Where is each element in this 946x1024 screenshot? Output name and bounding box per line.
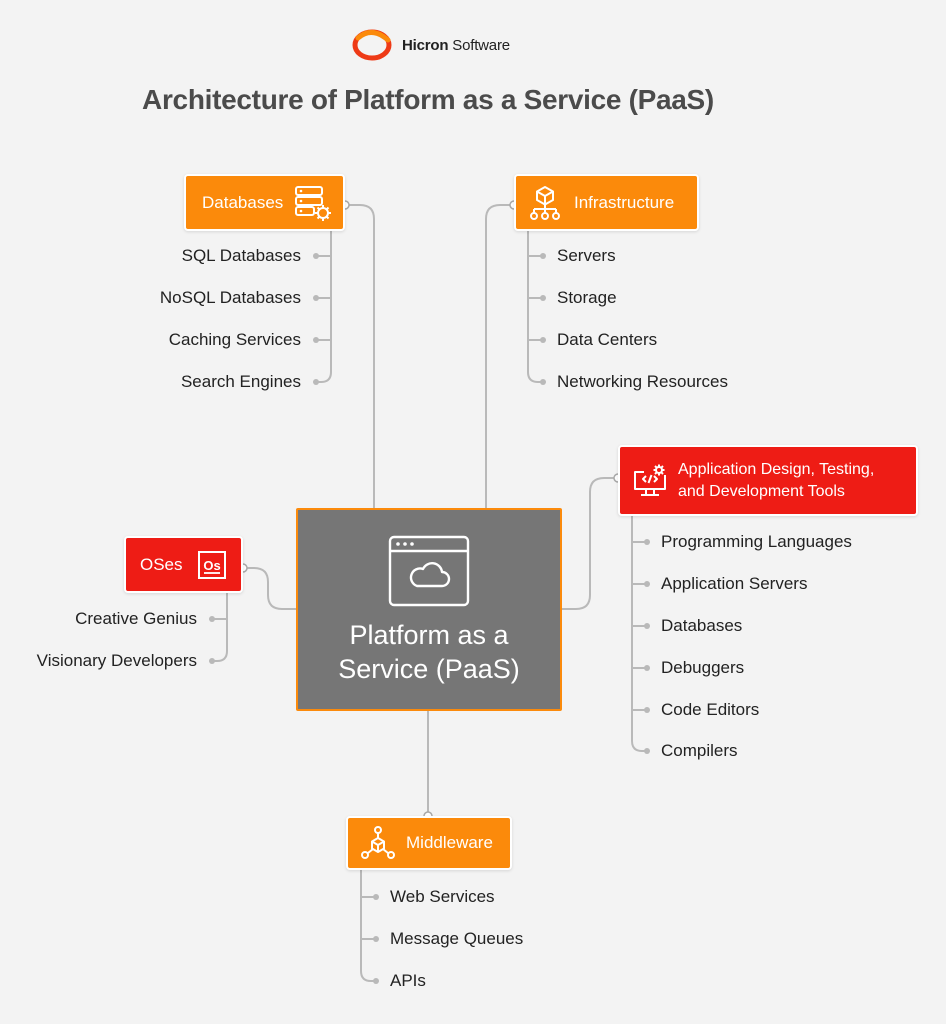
middleware-node: Middleware (346, 816, 512, 870)
list-item: Web Services (390, 887, 495, 906)
list-item: Databases (661, 616, 743, 635)
infrastructure-node: Infrastructure (514, 174, 699, 231)
databases-label: Databases (202, 192, 284, 212)
list-item: Application Servers (661, 574, 808, 593)
dev-tools-label-line1: Application Design, Testing, (678, 460, 875, 478)
brand-name: Hicron Software (402, 36, 510, 54)
list-item: Programming Languages (661, 532, 852, 551)
svg-text:Os: Os (203, 558, 220, 573)
list-item: Search Engines (180, 372, 301, 391)
paas-center-label: Platform as a Service (PaaS) (338, 620, 520, 684)
list-item: Code Editors (661, 700, 760, 719)
list-item: Compilers (661, 741, 738, 760)
databases-node: Databases (184, 174, 345, 231)
list-item: Creative Genius (75, 609, 197, 628)
list-item: Caching Services (168, 330, 301, 349)
monitor-code-gear-icon (634, 464, 666, 496)
paas-center-node: Platform as a Service (PaaS) (296, 508, 562, 711)
list-item: Debuggers (661, 658, 745, 677)
dev-tools-label-line2: and Development Tools (678, 482, 845, 500)
cube-network-icon (530, 185, 560, 220)
hicron-ring-icon (352, 29, 392, 61)
list-item: Visionary Developers (36, 651, 197, 670)
brand-logo: Hicron Software (350, 28, 510, 62)
middleware-label: Middleware (406, 833, 493, 852)
list-item: Message Queues (390, 929, 524, 948)
oses-label: OSes (140, 554, 183, 574)
list-item: Data Centers (557, 330, 658, 349)
dev-tools-node: Application Design, Testing, and Develop… (618, 445, 918, 516)
oses-node: OSes Os (124, 536, 243, 593)
hub-nodes-icon (361, 826, 395, 859)
list-item: Networking Resources (557, 372, 729, 391)
list-item: NoSQL Databases (159, 288, 301, 307)
cloud-window-icon (388, 535, 470, 607)
list-item: Storage (557, 288, 617, 307)
os-badge-icon: Os (197, 550, 226, 579)
list-item: Servers (557, 246, 616, 265)
page-title: Architecture of Platform as a Service (P… (142, 84, 714, 115)
list-item: SQL Databases (181, 246, 301, 265)
database-gear-icon (295, 185, 332, 221)
infrastructure-label: Infrastructure (574, 192, 675, 212)
list-item: APIs (390, 971, 426, 990)
